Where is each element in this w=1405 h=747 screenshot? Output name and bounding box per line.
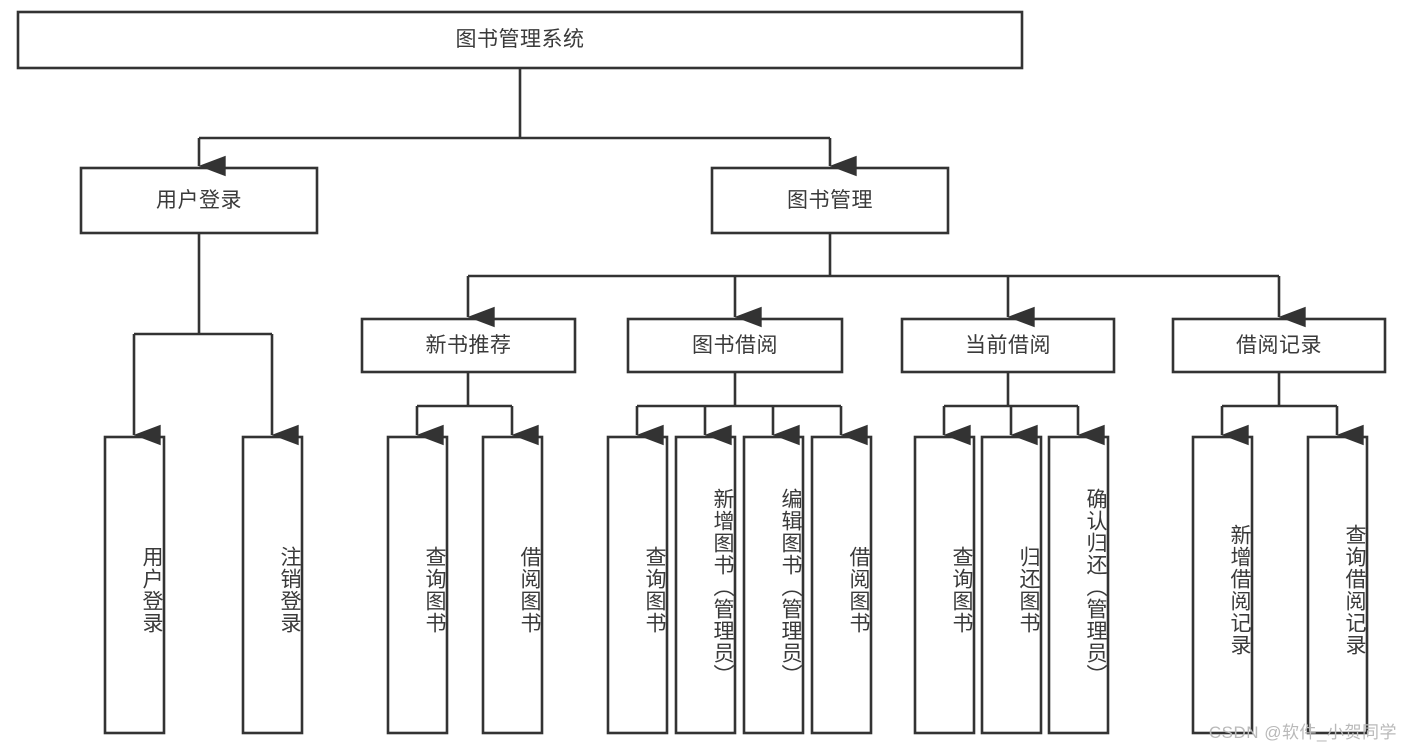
edges-root-to-level1: [197, 68, 857, 177]
node-leaf-borrow-book-rec[interactable]: [483, 437, 542, 733]
box-current-borrow[interactable]: [900, 317, 1116, 374]
box-leaf-add-borrow-record[interactable]: [1191, 435, 1254, 735]
box-new-book-recommend[interactable]: [360, 317, 577, 374]
node-new-book-recommend[interactable]: [362, 319, 575, 372]
box-root[interactable]: [16, 10, 1024, 70]
edges-bookborrow-to-leaves: [635, 372, 868, 446]
node-leaf-edit-book-admin[interactable]: [744, 437, 803, 733]
node-current-borrow[interactable]: [902, 319, 1114, 372]
node-book-borrow[interactable]: [628, 319, 842, 372]
box-leaf-confirm-return[interactable]: [1047, 435, 1110, 735]
box-leaf-query-book-borrow[interactable]: [606, 435, 669, 735]
node-leaf-query-borrow-record[interactable]: [1308, 437, 1367, 733]
node-root[interactable]: [18, 12, 1022, 68]
node-leaf-add-book-admin[interactable]: [676, 437, 735, 733]
box-leaf-user-login[interactable]: [103, 435, 166, 735]
box-leaf-logout[interactable]: [241, 435, 304, 735]
node-leaf-query-book-borrow[interactable]: [608, 437, 667, 733]
node-boxes: [16, 10, 1387, 735]
node-leaf-add-borrow-record[interactable]: [1193, 437, 1252, 733]
box-leaf-borrow-book-rec[interactable]: [481, 435, 544, 735]
box-leaf-query-book-current[interactable]: [913, 435, 976, 735]
node-leaf-user-login[interactable]: [105, 437, 164, 733]
node-book-manage[interactable]: [712, 168, 948, 233]
node-leaf-confirm-return[interactable]: [1049, 437, 1108, 733]
box-leaf-query-book-rec[interactable]: [386, 435, 449, 735]
node-borrow-record[interactable]: [1173, 319, 1385, 372]
node-leaf-logout[interactable]: [243, 437, 302, 733]
edges-currentborrow-to-leaves: [942, 372, 1105, 446]
node-leaf-return-book[interactable]: [982, 437, 1041, 733]
node-user-login[interactable]: [81, 168, 317, 233]
box-leaf-return-book[interactable]: [980, 435, 1043, 735]
edges-userlogin-to-leaves: [132, 233, 299, 446]
csdn-watermark: CSDN @软件_小贺同学: [1208, 723, 1397, 742]
node-leaf-query-book-current[interactable]: [915, 437, 974, 733]
edges-newbook-to-leaves: [415, 372, 539, 446]
box-leaf-query-borrow-record[interactable]: [1306, 435, 1369, 735]
edges-borrowrecord-to-leaves: [1220, 372, 1364, 446]
node-leaf-query-book-rec[interactable]: [388, 437, 447, 733]
edges-bookmanage-to-level2: [466, 233, 1306, 328]
node-leaf-borrow-book[interactable]: [812, 437, 871, 733]
box-leaf-borrow-book[interactable]: [810, 435, 873, 735]
box-leaf-add-book-admin[interactable]: [674, 435, 737, 735]
box-user-login[interactable]: [79, 166, 319, 235]
